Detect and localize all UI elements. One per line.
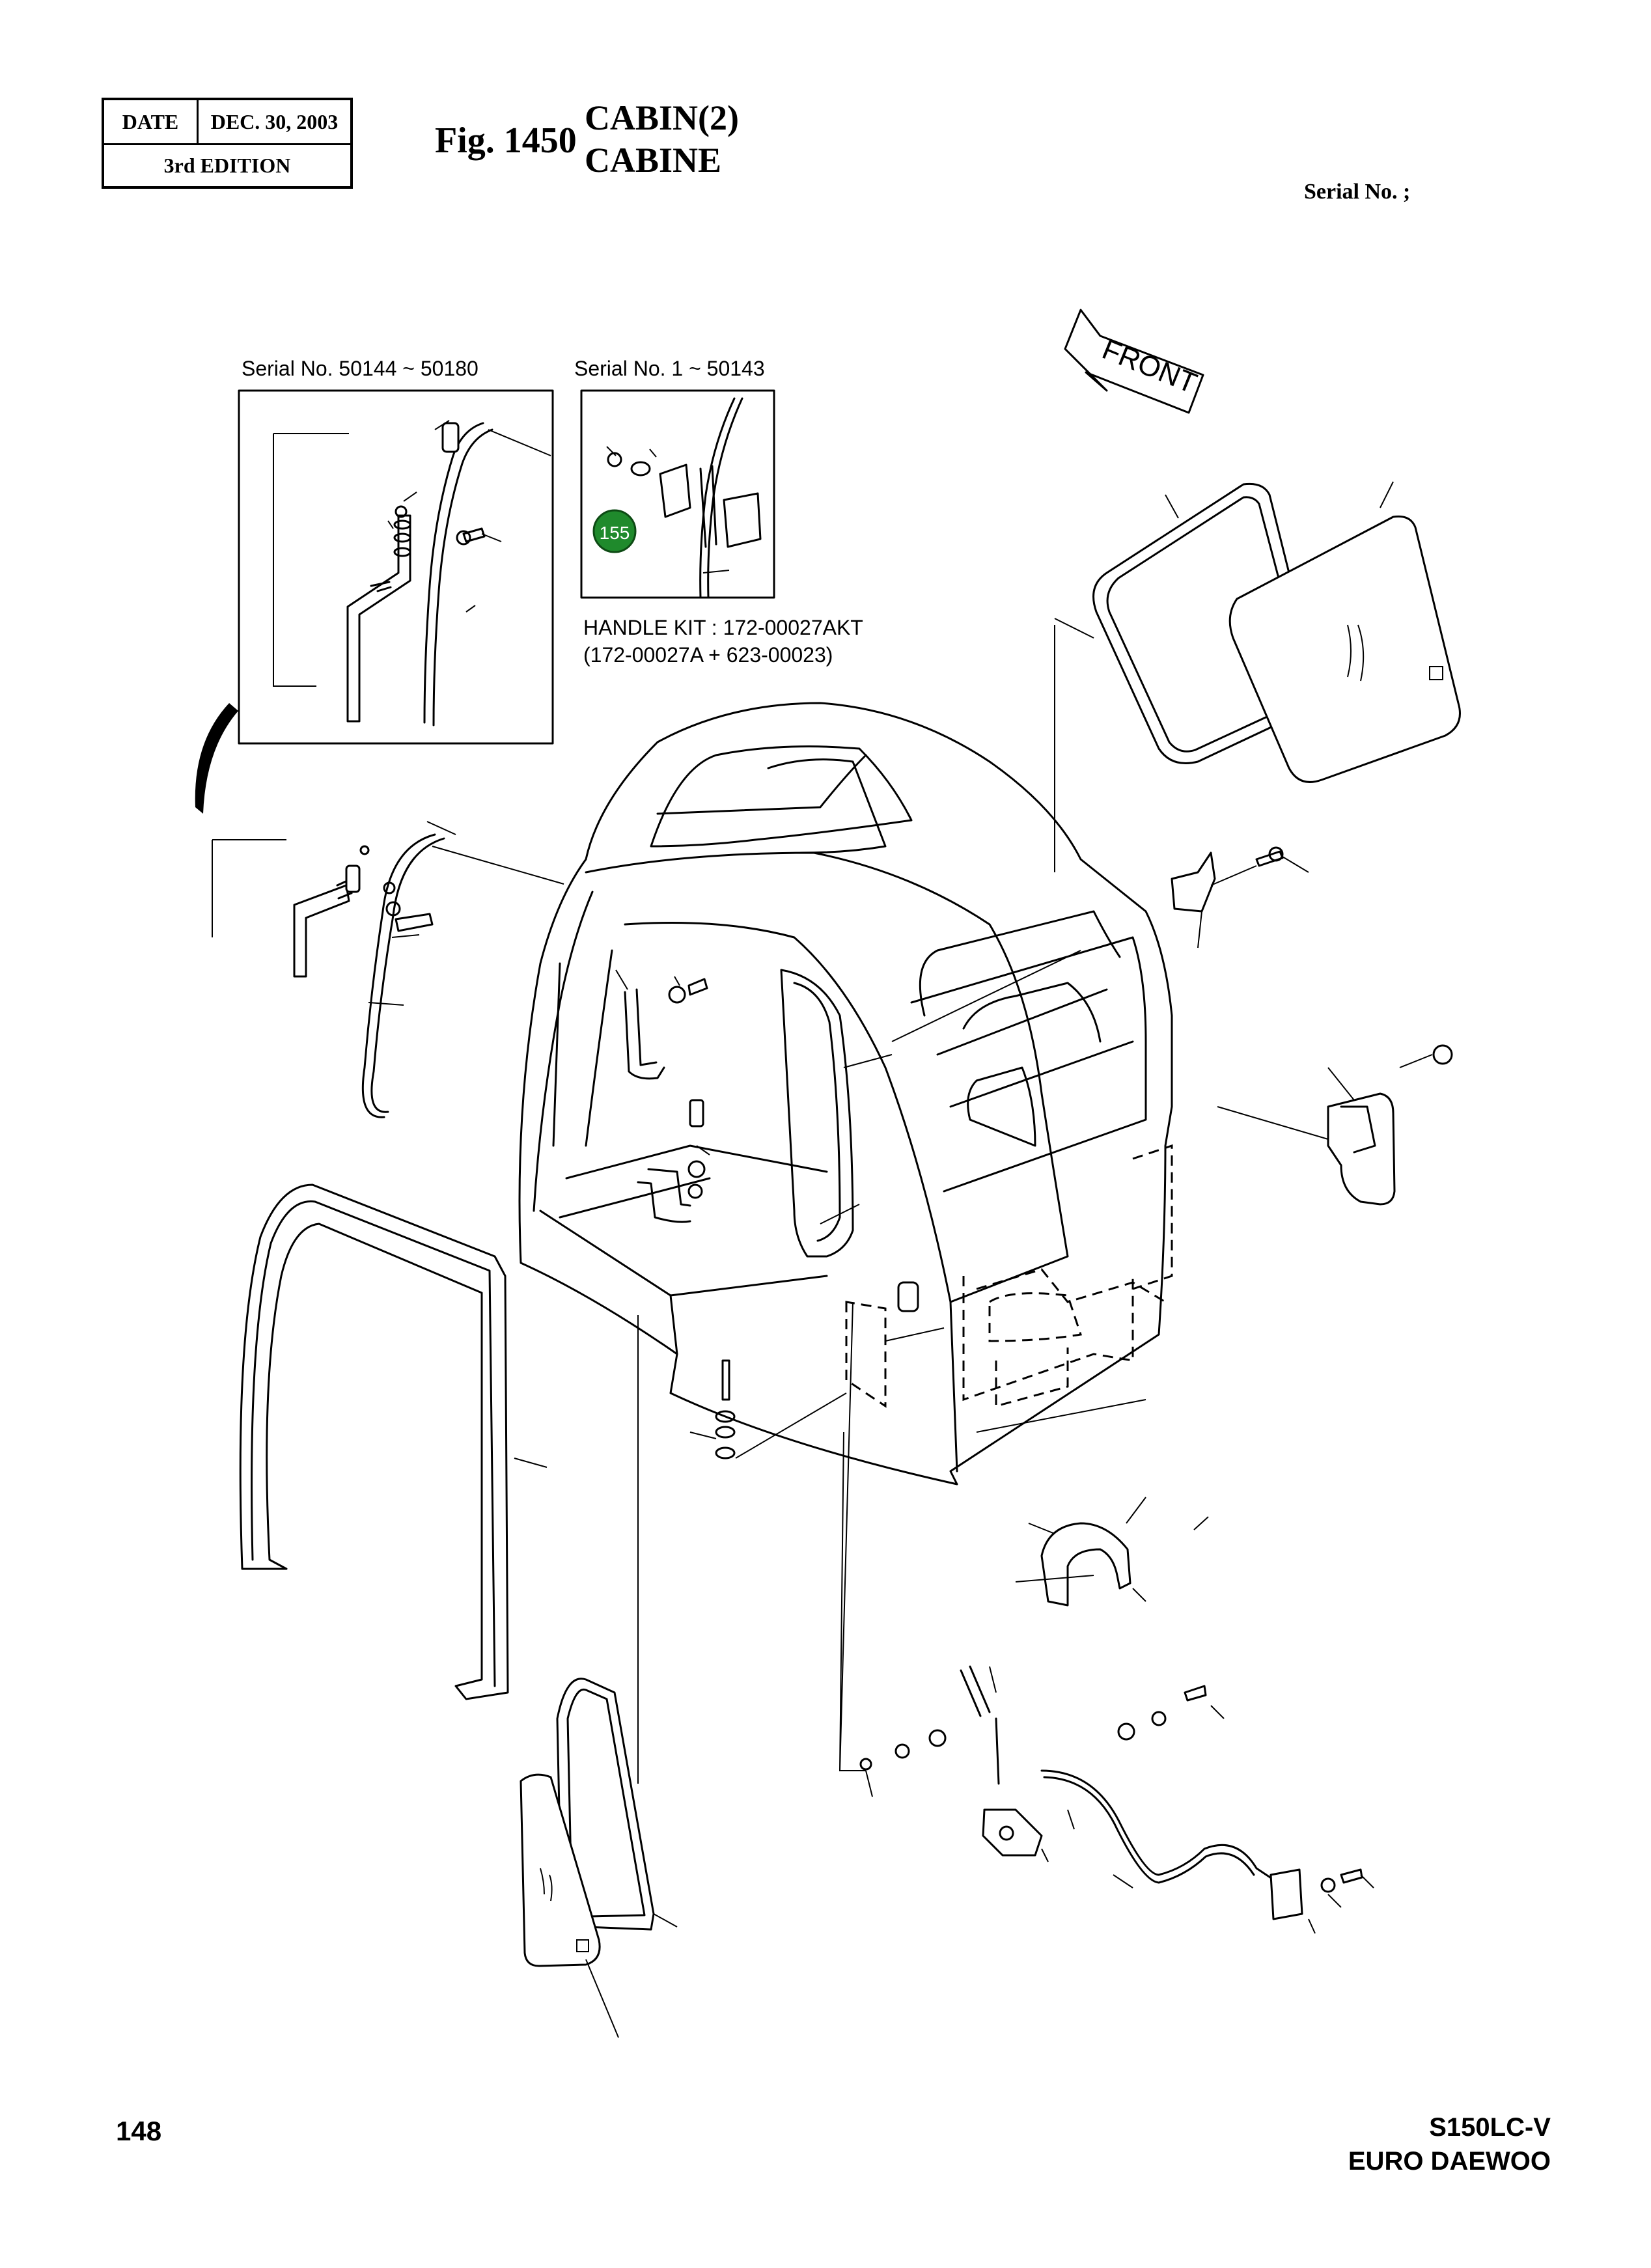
inset-left-serial-label: Serial No. 50144 ~ 50180 xyxy=(242,357,479,380)
rear-window-glass xyxy=(1228,481,1461,783)
door-lock-cable-assembly xyxy=(859,1665,1374,1934)
figure-title-en: CABIN(2) xyxy=(585,98,739,137)
date-edition-box: DATE DEC. 30, 2003 3rd EDITION xyxy=(102,98,353,189)
inset-right-frame xyxy=(580,389,775,599)
figure-number: Fig. 1450 xyxy=(435,120,577,161)
date-value: DEC. 30, 2003 xyxy=(210,109,339,133)
edition-label: 3rd EDITION xyxy=(163,154,291,177)
inset-left-handle-parts xyxy=(273,420,551,726)
manufacturer-name: EURO DAEWOO xyxy=(1348,2147,1551,2176)
inset-right-serial-label: Serial No. 1 ~ 50143 xyxy=(574,357,765,380)
interior-grab-handle-lower xyxy=(637,1099,710,1223)
door-weatherstrip xyxy=(239,1183,509,1700)
front-label: FRONT xyxy=(1098,333,1201,400)
date-row: DATE DEC. 30, 2003 xyxy=(104,100,350,145)
glass-edge-sliver xyxy=(195,703,238,814)
grab-handle-rail xyxy=(212,821,564,1118)
cabin-body xyxy=(518,702,1173,1486)
callout-155-number: 155 xyxy=(600,523,630,543)
side-glass-pane xyxy=(520,1773,619,2038)
model-name: S150LC-V xyxy=(1429,2113,1551,2142)
hinge-bracket-upper-right xyxy=(1171,846,1309,948)
handle-kit-parts-label: (172-00027A + 623-00023) xyxy=(583,643,833,667)
page-number: 148 xyxy=(116,2116,162,2146)
door-stopper-bracket xyxy=(1217,1044,1453,1206)
handle-kit-label: HANDLE KIT : 172-00027AKT xyxy=(583,616,863,639)
inset-left-frame xyxy=(238,389,554,745)
leader-lines xyxy=(514,625,1094,1784)
date-label: DATE xyxy=(104,100,199,143)
inset-right-handle-parts xyxy=(606,397,762,599)
front-direction-arrow: FRONT xyxy=(1064,309,1204,414)
interior-grab-handle-upper xyxy=(615,969,708,1080)
door-handle-cover xyxy=(1028,1497,1209,1607)
figure-title-fr: CABINE xyxy=(585,141,722,180)
floor-bolt-stack xyxy=(689,1359,847,1459)
serial-number-label: Serial No. ; xyxy=(1304,180,1411,204)
callout-155: 155 xyxy=(592,509,637,553)
